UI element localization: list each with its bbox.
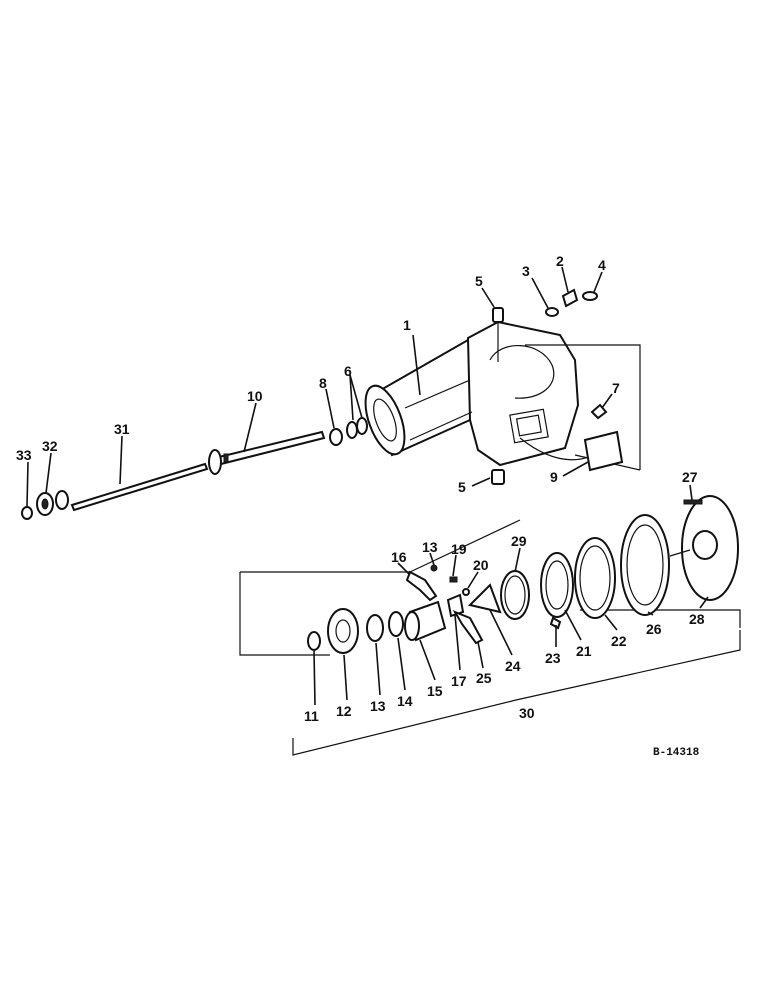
fitting-part-2 bbox=[561, 288, 579, 308]
seal-part-8 bbox=[329, 428, 343, 446]
callout-26: 26 bbox=[646, 621, 662, 637]
callout-23: 23 bbox=[545, 650, 561, 666]
ring-part-14 bbox=[388, 611, 404, 637]
callout-8: 8 bbox=[319, 375, 327, 391]
callout-11: 11 bbox=[304, 708, 319, 724]
housing-part-1 bbox=[364, 320, 580, 467]
pin-part-13-upper bbox=[430, 564, 438, 572]
callout-17: 17 bbox=[451, 673, 467, 689]
callout-4: 4 bbox=[598, 257, 606, 273]
callout-25: 25 bbox=[476, 670, 492, 686]
callout-6: 6 bbox=[344, 363, 352, 379]
washer-part-20 bbox=[462, 588, 470, 596]
callout-13-upper: 13 bbox=[422, 539, 438, 555]
bolt-part-27 bbox=[683, 499, 703, 505]
seal-part-6 bbox=[346, 417, 368, 439]
callout-14: 14 bbox=[397, 693, 413, 709]
shaft-part-10 bbox=[208, 430, 326, 475]
breather-part-7 bbox=[590, 403, 608, 420]
bolt-part-19 bbox=[449, 576, 458, 583]
plate-part-21 bbox=[540, 552, 574, 618]
hub-part-15 bbox=[404, 600, 447, 642]
callout-5-top: 5 bbox=[475, 273, 483, 289]
callout-19: 19 bbox=[451, 541, 467, 557]
callout-13-lower: 13 bbox=[370, 698, 386, 714]
cover-plate-part-9 bbox=[583, 430, 624, 472]
disc-part-22 bbox=[574, 537, 616, 619]
drawing-reference: B-14318 bbox=[653, 747, 700, 759]
cover-part-28 bbox=[669, 495, 739, 601]
callout-10: 10 bbox=[247, 388, 263, 404]
group-bracket-30 bbox=[292, 630, 741, 756]
callout-32: 32 bbox=[42, 438, 58, 454]
callout-2: 2 bbox=[556, 253, 564, 269]
plug-part-5-bottom bbox=[491, 469, 505, 485]
callout-16: 16 bbox=[391, 549, 407, 565]
callout-20: 20 bbox=[473, 557, 489, 573]
callout-29: 29 bbox=[511, 533, 527, 549]
nut-part-33 bbox=[21, 506, 33, 520]
callout-15: 15 bbox=[427, 683, 443, 699]
shaft-part-31 bbox=[70, 462, 209, 512]
callout-31: 31 bbox=[114, 421, 130, 437]
bracket-part-24 bbox=[468, 583, 502, 614]
lever-part-16 bbox=[405, 570, 438, 602]
bearing-part-13-lower bbox=[366, 614, 384, 642]
callout-22: 22 bbox=[611, 633, 627, 649]
leader-lines bbox=[26, 266, 709, 706]
bearing-part-32 bbox=[36, 490, 69, 516]
callout-9: 9 bbox=[550, 469, 558, 485]
callout-21: 21 bbox=[576, 643, 592, 659]
callout-30: 30 bbox=[519, 705, 535, 721]
callout-27: 27 bbox=[682, 469, 698, 485]
fitting-part-3 bbox=[545, 307, 559, 317]
pin-part-23 bbox=[549, 616, 562, 630]
callout-12: 12 bbox=[336, 703, 352, 719]
callout-28: 28 bbox=[689, 611, 705, 627]
link-part-17 bbox=[446, 593, 465, 618]
fitting-part-4 bbox=[582, 291, 598, 301]
bearing-part-12 bbox=[327, 608, 359, 654]
callout-labels: 1 2 3 4 5 5 6 7 8 9 10 31 32 33 11 12 13… bbox=[16, 253, 705, 759]
callout-7: 7 bbox=[612, 380, 620, 396]
callout-33: 33 bbox=[16, 447, 32, 463]
disc-part-26 bbox=[620, 514, 670, 616]
callout-24: 24 bbox=[505, 658, 521, 674]
callout-3: 3 bbox=[522, 263, 530, 279]
callout-5-bottom: 5 bbox=[458, 479, 466, 495]
plug-part-5-top bbox=[492, 307, 504, 362]
callout-1: 1 bbox=[403, 317, 411, 333]
snap-ring-part-11 bbox=[307, 631, 321, 651]
lever-part-25 bbox=[452, 609, 484, 645]
ring-part-29 bbox=[500, 570, 530, 620]
